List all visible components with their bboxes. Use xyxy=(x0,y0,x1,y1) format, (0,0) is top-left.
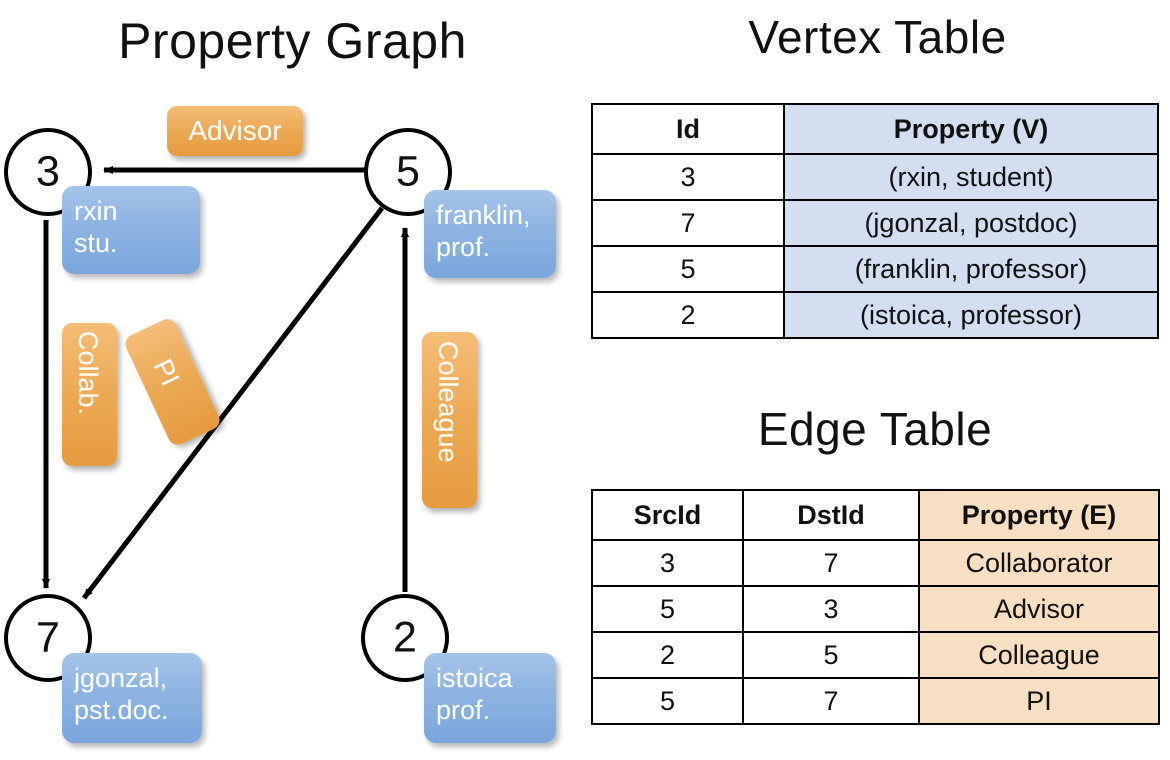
graph-node-3-label: 3 xyxy=(36,147,60,196)
page-title-edge-table: Edge Table xyxy=(757,403,993,455)
vertex-table-header-property: Property (V) xyxy=(783,103,1159,155)
table-row[interactable]: 3 7 Collaborator xyxy=(591,539,1160,587)
edge-label-text-advisor: Advisor xyxy=(188,115,282,146)
table-row[interactable]: 3 (rxin, student) xyxy=(591,153,1159,201)
edge-table-header-srcid: SrcId xyxy=(591,489,744,541)
node-property-box-jgonzal[interactable]: jgonzal, pst.doc. xyxy=(62,653,202,743)
edge-cell-dst: 3 xyxy=(742,585,920,633)
node-property-line-1: franklin, xyxy=(436,200,531,230)
graph-node-2-label: 2 xyxy=(393,613,417,662)
graph-node-2[interactable]: 2 xyxy=(361,594,449,682)
vertex-cell-property: (rxin, student) xyxy=(783,153,1159,201)
vertex-cell-property: (jgonzal, postdoc) xyxy=(783,199,1159,247)
edge-label-text-pi: PI xyxy=(147,354,186,391)
node-property-line-2: stu. xyxy=(74,227,118,258)
vertex-table-header-row: Id Property (V) xyxy=(591,103,1159,155)
edge-cell-src: 3 xyxy=(591,539,744,587)
edge-cell-dst: 7 xyxy=(742,677,920,725)
table-row[interactable]: 7 (jgonzal, postdoc) xyxy=(591,199,1159,247)
graph-node-7-label: 7 xyxy=(36,613,60,662)
property-graph-panel: Property Graph 3 5 7 2 rxin stu. frankli… xyxy=(4,13,556,743)
edge-cell-property: Advisor xyxy=(918,585,1160,633)
table-row[interactable]: 5 (franklin, professor) xyxy=(591,245,1159,293)
vertex-cell-id: 7 xyxy=(591,199,785,247)
table-row[interactable]: 5 7 PI xyxy=(591,677,1160,725)
edge-cell-src: 5 xyxy=(591,677,744,725)
node-property-box-franklin[interactable]: franklin, prof. xyxy=(424,190,556,278)
page-title-vertex-table: Vertex Table xyxy=(748,11,1007,63)
vertex-table-header-id: Id xyxy=(591,103,785,155)
edge-label-box-colleague[interactable]: Colleague xyxy=(422,332,477,508)
edge-line-5-to-7 xyxy=(82,206,384,600)
edge-cell-src: 5 xyxy=(591,585,744,633)
node-property-line-2: prof. xyxy=(436,231,491,262)
edge-label-box-collab[interactable]: Collab. xyxy=(62,323,117,466)
edge-table-header-property: Property (E) xyxy=(918,489,1160,541)
edge-cell-dst: 5 xyxy=(742,631,920,679)
graph-node-5-label: 5 xyxy=(396,147,420,196)
edge-cell-property: PI xyxy=(918,677,1160,725)
node-property-line-1: istoica xyxy=(436,663,513,693)
edge-cell-property: Colleague xyxy=(918,631,1160,679)
node-property-box-rxin[interactable]: rxin stu. xyxy=(62,186,200,274)
table-row[interactable]: 5 3 Advisor xyxy=(591,585,1160,633)
node-property-line-1: rxin xyxy=(74,196,118,226)
table-row[interactable]: 2 5 Colleague xyxy=(591,631,1160,679)
graph-node-5[interactable]: 5 xyxy=(364,128,452,216)
vertex-cell-id: 2 xyxy=(591,291,785,339)
table-row[interactable]: 2 (istoica, professor) xyxy=(591,291,1159,339)
edge-table-header-row: SrcId DstId Property (E) xyxy=(591,489,1160,541)
edge-label-text-colleague: Colleague xyxy=(433,341,463,463)
vertex-table: Id Property (V) 3 (rxin, student) 7 (jgo… xyxy=(591,103,1159,339)
edge-table: SrcId DstId Property (E) 3 7 Collaborato… xyxy=(591,489,1160,725)
edge-label-text-collab: Collab. xyxy=(73,331,103,416)
edge-table-header-dstid: DstId xyxy=(742,489,920,541)
edge-cell-src: 2 xyxy=(591,631,744,679)
edge-cell-property: Collaborator xyxy=(918,539,1160,587)
edge-label-box-advisor[interactable]: Advisor xyxy=(167,106,303,156)
vertex-cell-id: 5 xyxy=(591,245,785,293)
node-property-line-2: pst.doc. xyxy=(74,694,169,725)
edge-cell-dst: 7 xyxy=(742,539,920,587)
vertex-cell-id: 3 xyxy=(591,153,785,201)
vertex-cell-property: (franklin, professor) xyxy=(783,245,1159,293)
vertex-cell-property: (istoica, professor) xyxy=(783,291,1159,339)
node-property-line-2: prof. xyxy=(436,694,491,725)
node-property-line-1: jgonzal, xyxy=(74,663,168,693)
node-property-box-istoica[interactable]: istoica prof. xyxy=(424,653,556,743)
page-title-property-graph: Property Graph xyxy=(118,13,467,69)
graph-edges-svg xyxy=(42,166,409,600)
